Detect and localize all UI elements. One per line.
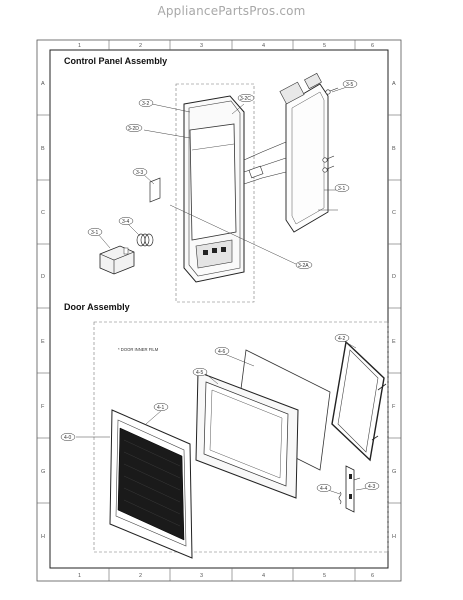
control-panel-assembly bbox=[97, 72, 351, 303]
grid-row-c-right: C bbox=[392, 210, 396, 216]
door-window bbox=[117, 427, 185, 541]
door-assembly bbox=[76, 321, 389, 559]
spring-part bbox=[136, 233, 154, 247]
grid-row-g-right: G bbox=[392, 469, 396, 475]
callout-3-2a: 3-2A bbox=[298, 263, 309, 269]
door-assembly-title: Door Assembly bbox=[64, 302, 130, 312]
grid-row-b-right: B bbox=[392, 146, 396, 152]
callout-3-3: 3-3 bbox=[136, 170, 143, 176]
grid-col-1-top: 1 bbox=[78, 43, 81, 49]
grid-col-2-top: 2 bbox=[139, 43, 142, 49]
control-panel-title: Control Panel Assembly bbox=[64, 56, 167, 66]
callout-3-2c: 3-2C bbox=[240, 96, 251, 102]
spacer-part bbox=[149, 177, 161, 203]
door-latch bbox=[345, 465, 361, 513]
grid-row-d-left: D bbox=[41, 274, 45, 280]
grid-col-3-top: 3 bbox=[200, 43, 203, 49]
callout-4-6-film: 4-6 bbox=[218, 349, 225, 355]
grid-row-b-left: B bbox=[41, 146, 45, 152]
grid-col-6-bottom: 6 bbox=[371, 573, 374, 579]
grid-row-h-left: H bbox=[41, 534, 45, 540]
control-panel-boundary bbox=[175, 83, 255, 303]
callout-3-5: 3-5 bbox=[346, 82, 353, 88]
grid-col-4-bottom: 4 bbox=[262, 573, 265, 579]
callout-3-2: 3-2 bbox=[142, 101, 149, 107]
callout-4-1: 4-1 bbox=[157, 405, 164, 411]
callout-4-3: 4-3 bbox=[368, 484, 375, 490]
callout-3-2d: 3-2D bbox=[128, 126, 139, 132]
grid-col-5-top: 5 bbox=[323, 43, 326, 49]
grid-row-a-right: A bbox=[392, 81, 396, 87]
callout-3-1-left: 3-1 bbox=[91, 230, 98, 236]
callout-4-4: 4-4 bbox=[320, 486, 327, 492]
callout-4-2: 4-2 bbox=[338, 336, 345, 342]
watermark: AppliancePartsPros.com bbox=[157, 4, 306, 18]
grid-col-2-bottom: 2 bbox=[139, 573, 142, 579]
outer-frame bbox=[36, 39, 402, 582]
grid-row-f-right: F bbox=[392, 404, 396, 410]
door-note: * DOOR INNER FILM bbox=[118, 347, 159, 352]
grid-col-1-bottom: 1 bbox=[78, 573, 81, 579]
callout-4-0: 4-0 bbox=[64, 435, 71, 441]
control-board-bracket bbox=[285, 83, 329, 233]
door-callout-bubbles bbox=[60, 333, 380, 493]
grid-ticks bbox=[37, 40, 401, 581]
grid-col-4-top: 4 bbox=[262, 43, 265, 49]
grid-row-e-right: E bbox=[392, 339, 396, 345]
grid-row-h-right: H bbox=[392, 534, 396, 540]
control-panel-callout-bubbles bbox=[87, 79, 358, 270]
grid-row-a-left: A bbox=[41, 81, 45, 87]
inner-frame bbox=[49, 49, 389, 569]
callout-4-5: 4-5 bbox=[196, 370, 203, 376]
grid-row-e-left: E bbox=[41, 339, 45, 345]
grid-row-g-left: G bbox=[41, 469, 45, 475]
grid-row-d-right: D bbox=[392, 274, 396, 280]
grid-col-6-top: 6 bbox=[371, 43, 374, 49]
callout-3-1-right: 3-1 bbox=[338, 186, 345, 192]
grid-row-c-left: C bbox=[41, 210, 45, 216]
grid-row-f-left: F bbox=[41, 404, 45, 410]
display-window bbox=[189, 123, 237, 241]
callout-3-4: 3-4 bbox=[122, 219, 129, 225]
control-panel-frame-inner bbox=[188, 100, 241, 277]
grid-col-5-bottom: 5 bbox=[323, 573, 326, 579]
door-frame bbox=[331, 340, 385, 462]
door-open-button bbox=[99, 245, 135, 275]
grid-col-3-bottom: 3 bbox=[200, 573, 203, 579]
latch-spring bbox=[338, 491, 342, 505]
